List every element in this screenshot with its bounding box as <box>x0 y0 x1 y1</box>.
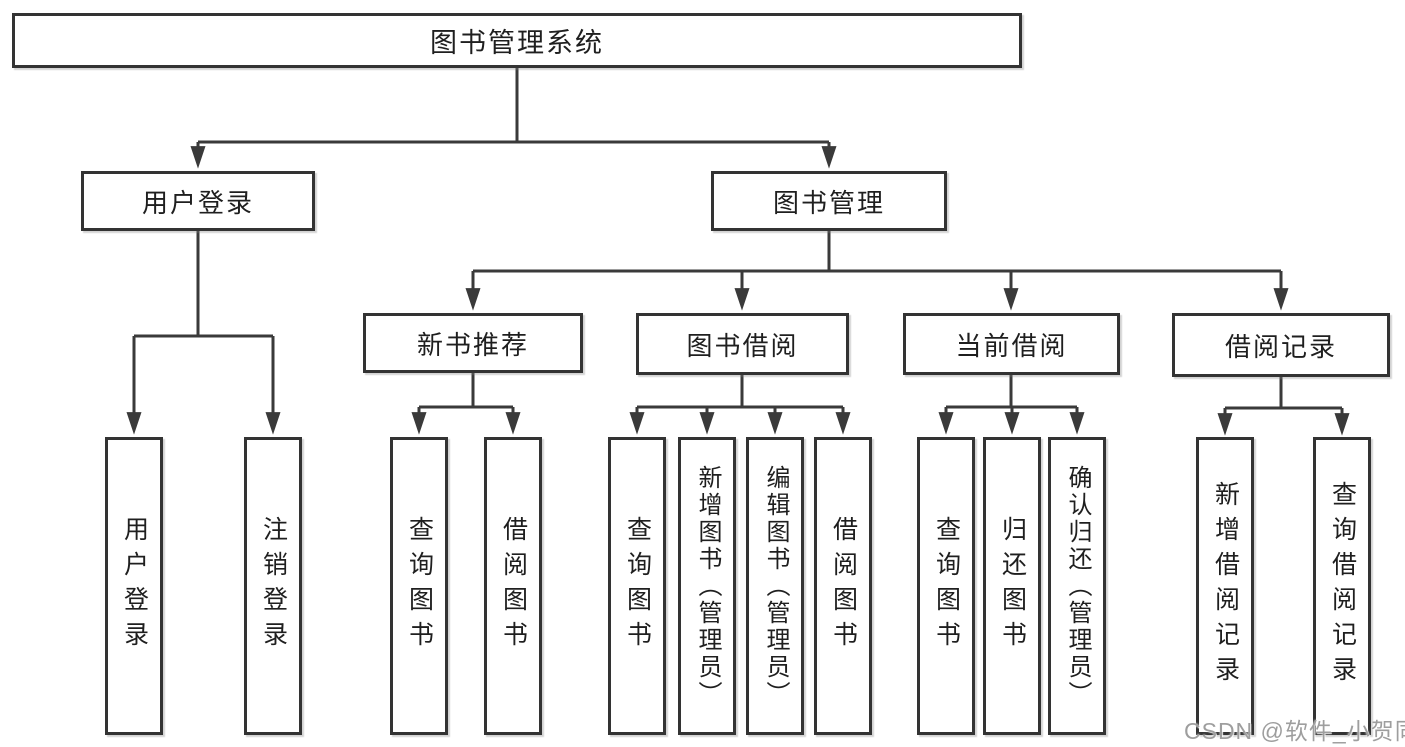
node-leaf-user-login: 用户登录 <box>105 437 163 735</box>
node-current-borrow: 当前借阅 <box>903 313 1120 375</box>
leaf-label: 确认归还（管理员） <box>1064 464 1091 708</box>
leaf-label: 归还图书 <box>998 516 1027 656</box>
leaf-label: 借阅图书 <box>499 516 528 656</box>
node-borrow-records: 借阅记录 <box>1172 313 1390 377</box>
node-leaf-borrow-books-recommend: 借阅图书 <box>484 437 542 735</box>
csdn-watermark: CSDN @软件_小贺同学 <box>1184 718 1405 744</box>
node-book-borrow: 图书借阅 <box>636 313 849 375</box>
leaf-label: 查询图书 <box>623 516 652 656</box>
leaf-label: 新增借阅记录 <box>1211 481 1240 691</box>
node-leaf-logout: 注销登录 <box>244 437 302 735</box>
leaf-label: 用户登录 <box>120 516 149 656</box>
leaf-label: 编辑图书（管理员） <box>762 464 789 708</box>
leaf-label: 查询图书 <box>405 516 434 656</box>
node-new-book-recommend: 新书推荐 <box>363 313 583 373</box>
node-leaf-query-borrow-record: 查询借阅记录 <box>1313 437 1371 735</box>
node-library-system: 图书管理系统 <box>12 13 1022 68</box>
node-leaf-add-borrow-record: 新增借阅记录 <box>1196 437 1254 735</box>
node-book-management: 图书管理 <box>711 171 947 231</box>
node-leaf-add-book-admin: 新增图书（管理员） <box>678 437 736 735</box>
leaf-label: 注销登录 <box>259 516 288 656</box>
leaf-label: 新增图书（管理员） <box>694 464 721 708</box>
node-leaf-query-books-recommend: 查询图书 <box>390 437 448 735</box>
node-leaf-borrow-books: 借阅图书 <box>814 437 872 735</box>
node-leaf-confirm-return-admin: 确认归还（管理员） <box>1048 437 1106 735</box>
node-leaf-edit-book-admin: 编辑图书（管理员） <box>746 437 804 735</box>
node-leaf-query-books-borrow: 查询图书 <box>608 437 666 735</box>
node-leaf-query-books-current: 查询图书 <box>917 437 975 735</box>
leaf-label: 查询图书 <box>932 516 961 656</box>
node-leaf-return-book: 归还图书 <box>983 437 1041 735</box>
leaf-label: 借阅图书 <box>829 516 858 656</box>
node-user-login: 用户登录 <box>81 171 315 231</box>
leaf-label: 查询借阅记录 <box>1328 481 1357 691</box>
